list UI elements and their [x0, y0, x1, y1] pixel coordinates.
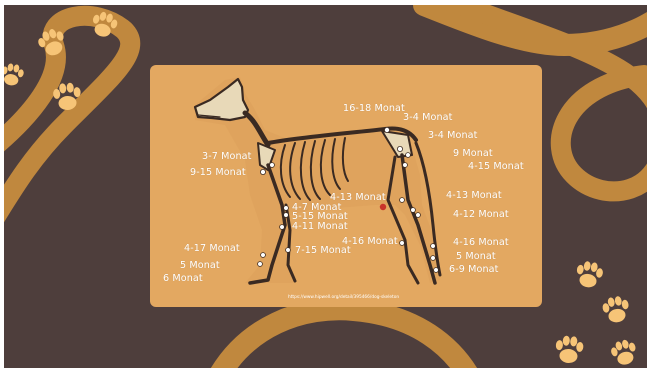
swirl-left	[4, 16, 130, 235]
age-label: 9-15 Monat	[190, 168, 246, 178]
slide: 16-18 Monat 3-4 Monat 3-4 Monat 9 Monat …	[4, 5, 647, 368]
age-label: 6-9 Monat	[449, 265, 499, 275]
age-label: 3-4 Monat	[428, 131, 478, 141]
age-label: 6 Monat	[163, 274, 203, 284]
paw-icon	[554, 335, 584, 364]
age-label: 4-15 Monat	[468, 162, 524, 172]
age-label: 9 Monat	[453, 149, 493, 159]
age-label: 4-11 Monat	[292, 222, 348, 232]
age-label: 5 Monat	[456, 252, 496, 262]
paw-icon	[609, 338, 639, 368]
age-label: 4-13 Monat	[446, 191, 502, 201]
age-label: 7-15 Monat	[295, 246, 351, 256]
paw-icon	[574, 260, 604, 290]
swirl-bottom	[214, 309, 474, 368]
age-label: 4-12 Monat	[453, 210, 509, 220]
skeleton-card: 16-18 Monat 3-4 Monat 3-4 Monat 9 Monat …	[150, 65, 542, 307]
age-label: 5 Monat	[180, 261, 220, 271]
age-label: 4-16 Monat	[453, 238, 509, 248]
paw-icon	[4, 62, 25, 87]
age-label: 3-4 Monat	[403, 113, 453, 123]
highlight-marker	[380, 204, 386, 210]
age-label: 3-7 Monat	[202, 152, 252, 162]
paw-icon	[601, 295, 631, 325]
age-label: 16-18 Monat	[343, 104, 405, 114]
source-url: https://www.hipwell.org/detail/395466/do…	[288, 295, 399, 300]
age-label: 4-17 Monat	[184, 244, 240, 254]
